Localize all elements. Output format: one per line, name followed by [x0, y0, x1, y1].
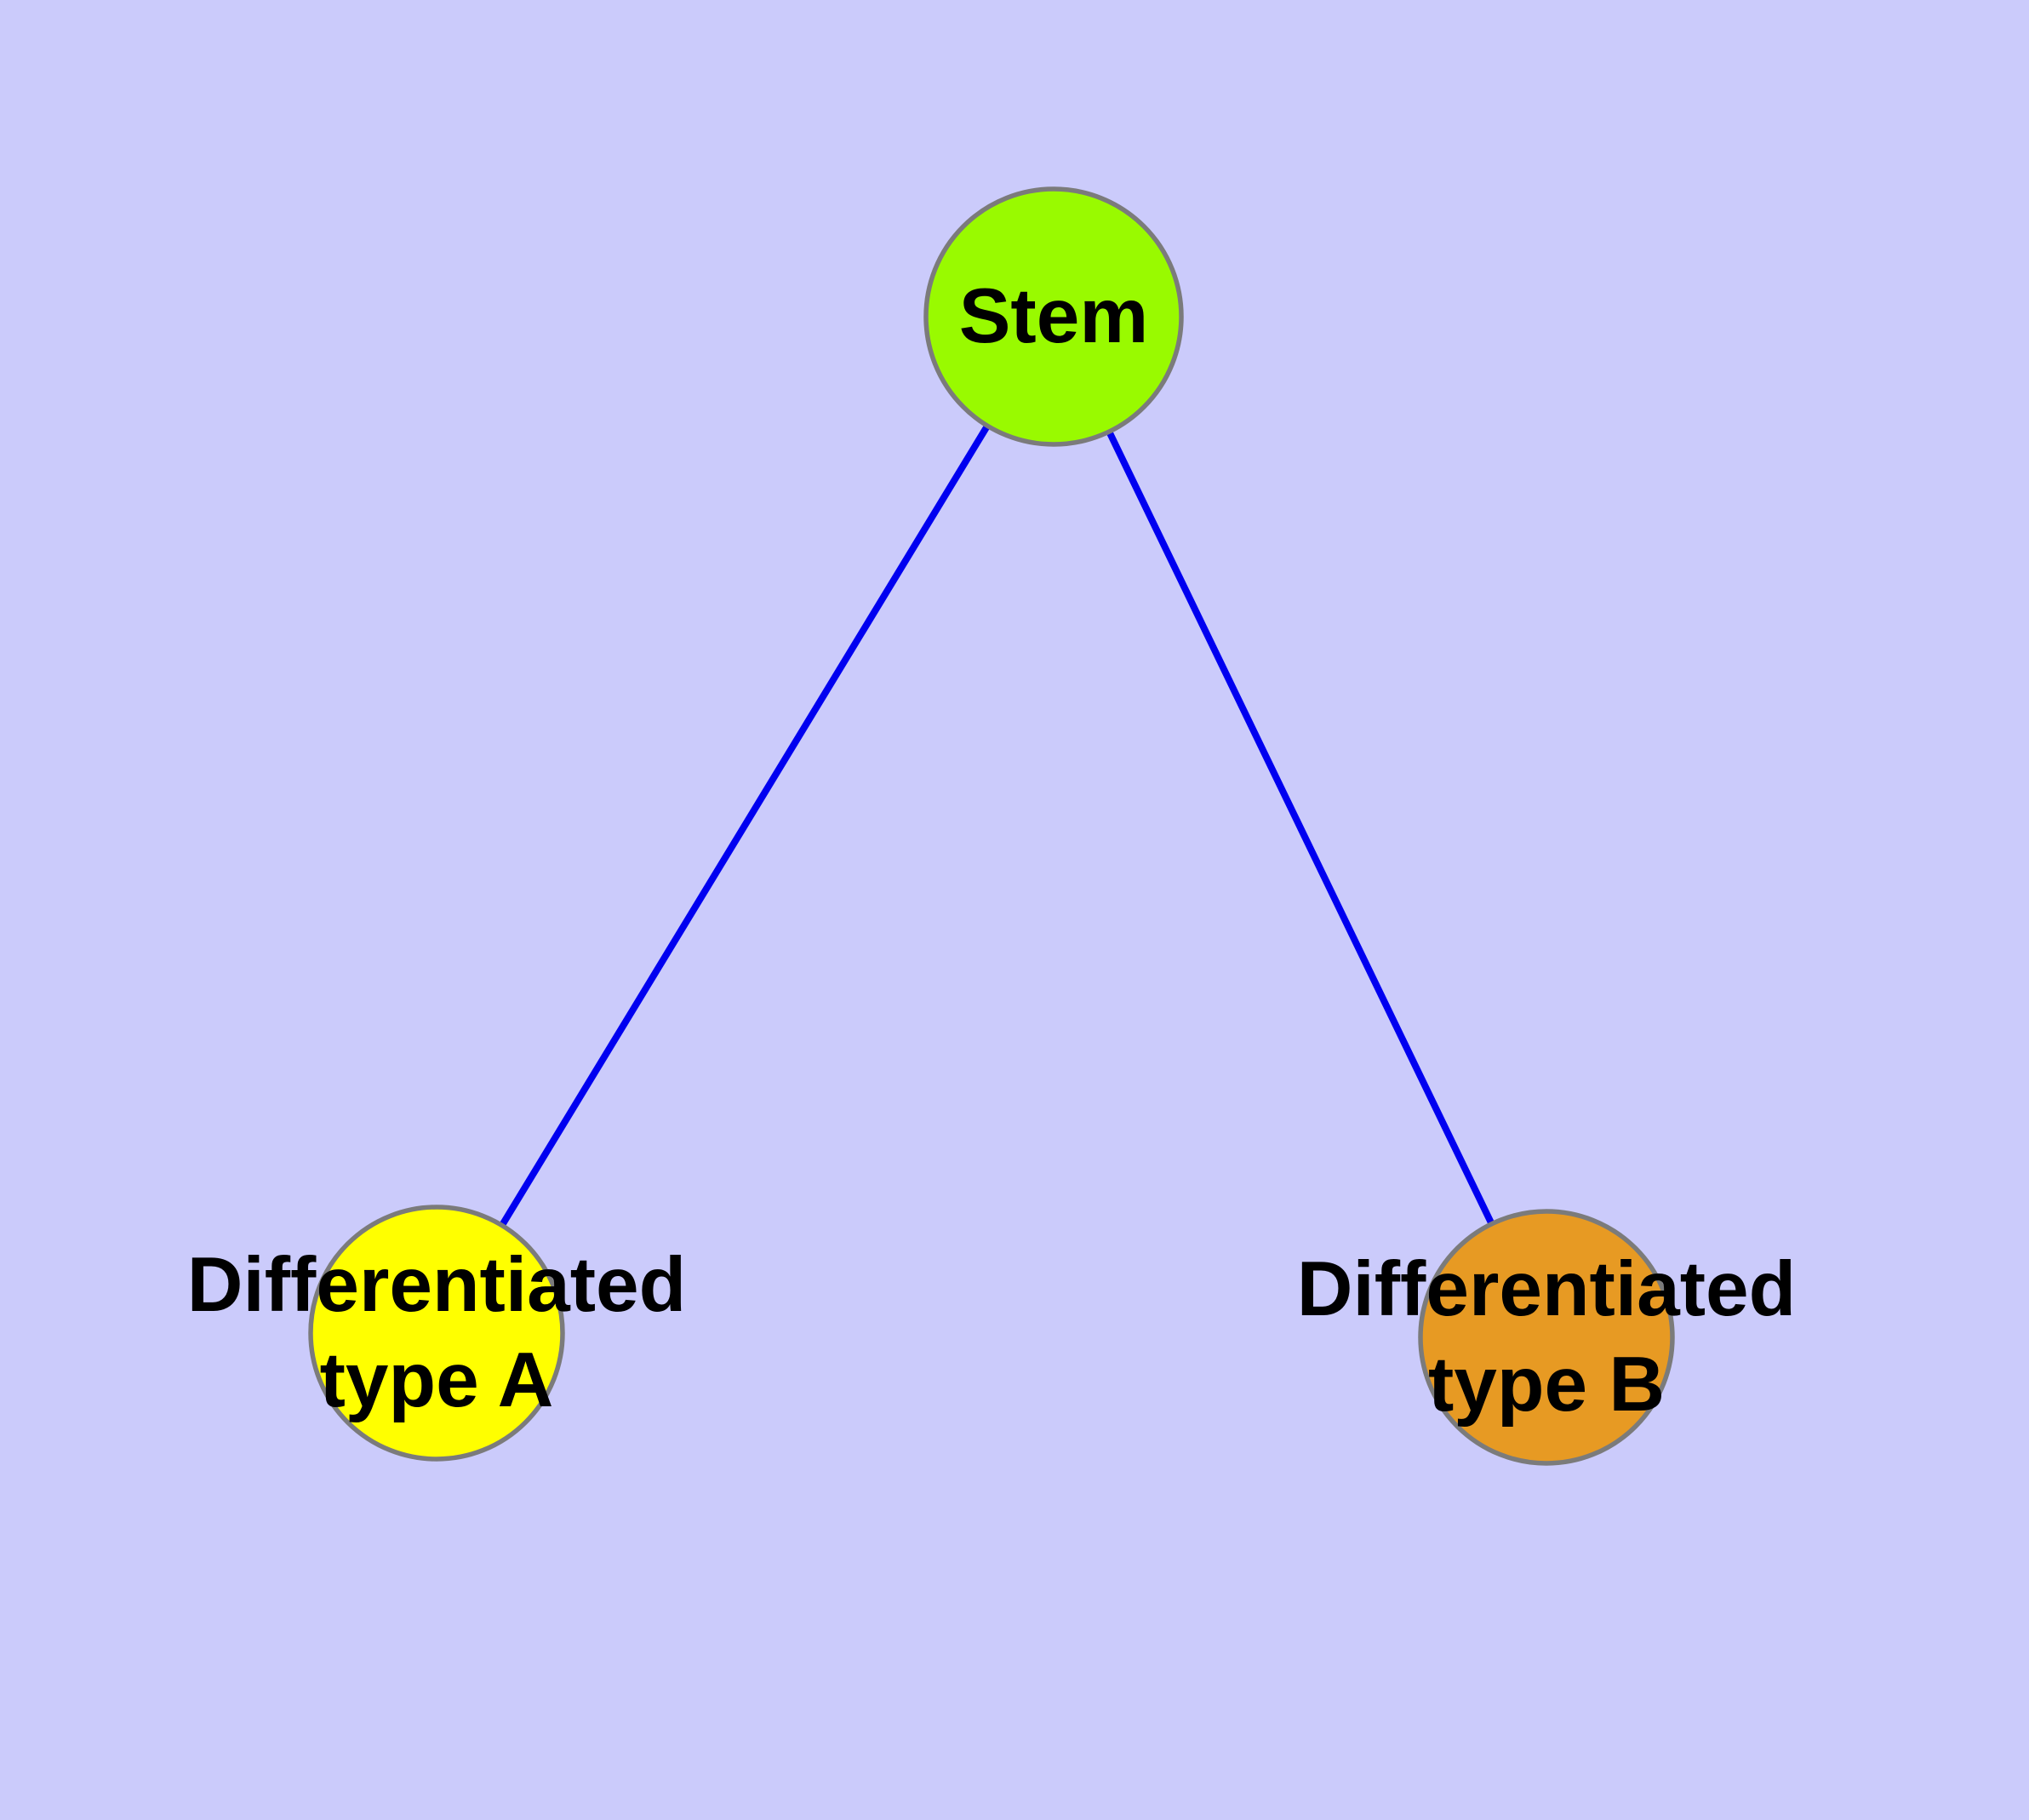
- node-label-differentiated-type-b: Differentiated type B: [1296, 1246, 1797, 1428]
- node-circle-differentiated-type-a: [308, 1205, 565, 1462]
- node-circle-differentiated-type-b: [1418, 1209, 1675, 1466]
- node-circle-stem: [923, 186, 1184, 447]
- node-label-differentiated-type-a: Differentiated type A: [186, 1242, 687, 1423]
- node-label-stem: Stem: [958, 273, 1149, 359]
- edges-layer: [433, 314, 1550, 1339]
- edge-stem-to-type-b: [1050, 315, 1550, 1339]
- nodes-layer: [308, 186, 1675, 1466]
- edge-stem-to-type-a: [433, 314, 1057, 1336]
